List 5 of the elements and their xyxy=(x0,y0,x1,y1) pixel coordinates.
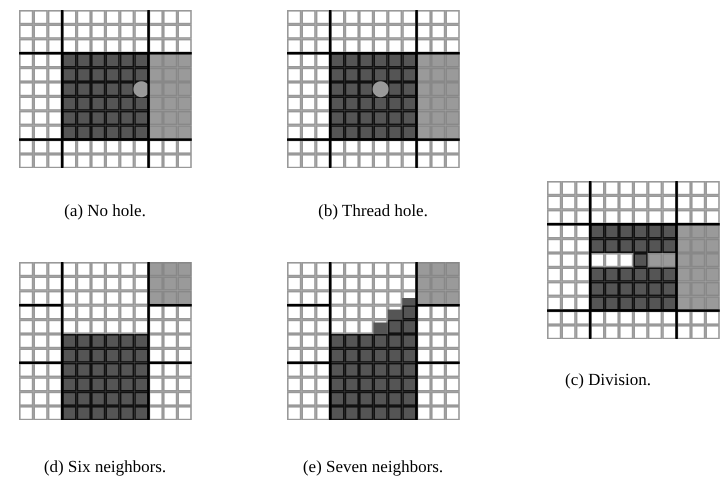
caption: (a) No hole. xyxy=(64,202,146,219)
caption: (d) Six neighbors. xyxy=(44,458,166,475)
caption: (b) Thread hole. xyxy=(318,202,428,219)
caption: (e) Seven neighbors. xyxy=(302,458,444,475)
caption: (c) Division. xyxy=(565,371,651,388)
